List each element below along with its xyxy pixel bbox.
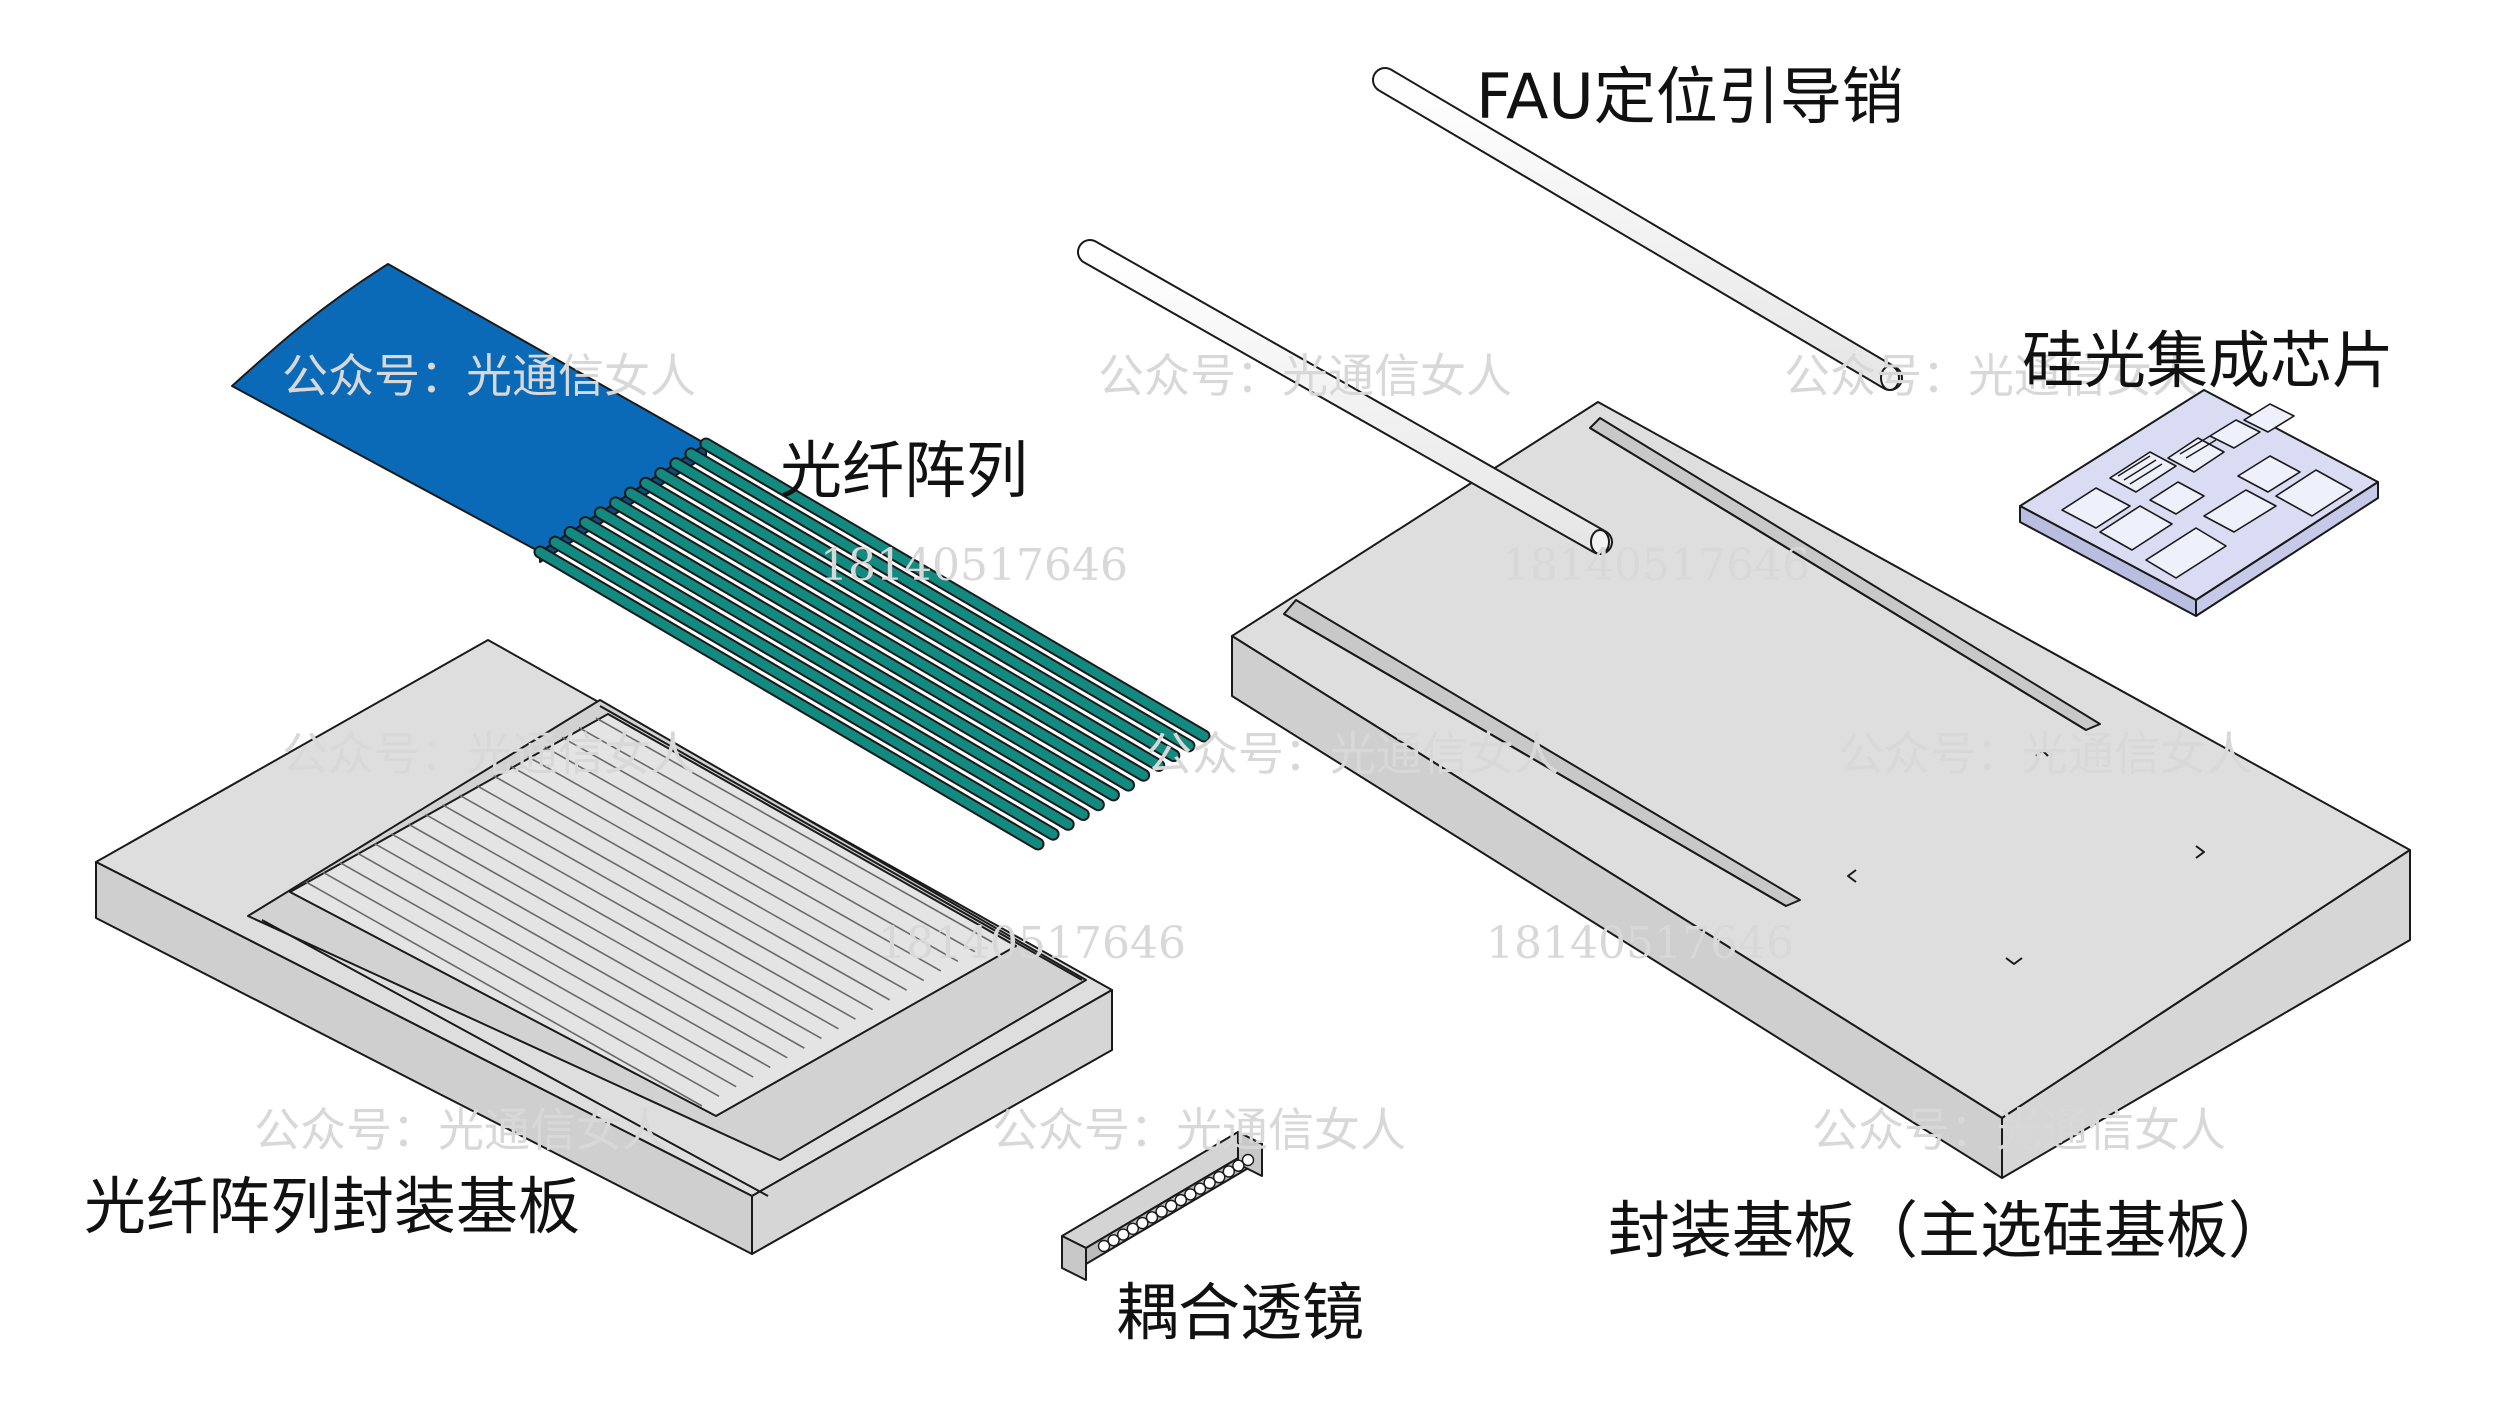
label-si-photonic-chip: 硅光集成芯片 bbox=[2022, 324, 2395, 397]
fau-guide-pin-rear bbox=[1372, 67, 1903, 391]
lens-array bbox=[1097, 1153, 1255, 1253]
alignment-mark bbox=[1847, 869, 1857, 883]
microlens bbox=[1116, 1228, 1130, 1241]
fiber-array-substrate bbox=[95, 639, 1113, 1255]
v-groove-line bbox=[561, 736, 959, 962]
v-groove-line bbox=[356, 852, 754, 1078]
watermark: 18140517646 bbox=[878, 918, 1186, 969]
fiber-substrate-side-face bbox=[751, 989, 1113, 1255]
watermark: 公众号：光通信女人 bbox=[1812, 1103, 2226, 1157]
watermark: 18140517646 bbox=[820, 540, 1128, 591]
watermark-layer: 公众号：光通信女人 公众号：光通信女人 公众号：光通信女人 1814051764… bbox=[254, 349, 2252, 1157]
fiber-strand bbox=[639, 476, 1151, 782]
v-groove-line bbox=[322, 871, 720, 1098]
fiber-strand bbox=[548, 535, 1060, 841]
label-fiber-array-substrate: 光纤阵列封装基板 bbox=[84, 1170, 581, 1243]
fiber-strand bbox=[533, 545, 1045, 851]
v-groove-line bbox=[476, 784, 873, 1011]
v-groove-line bbox=[459, 794, 856, 1020]
watermark: 公众号：光通信女人 bbox=[282, 727, 696, 781]
label-coupling-lens: 耦合透镜 bbox=[1116, 1276, 1365, 1349]
v-groove-line bbox=[425, 813, 822, 1040]
fiber-v-groove-area bbox=[289, 713, 1017, 1117]
fiber-strand bbox=[593, 506, 1105, 812]
fiber-strand bbox=[654, 466, 1166, 772]
fiber-strand bbox=[684, 447, 1196, 753]
watermark: 18140517646 bbox=[1502, 540, 1810, 591]
microlens bbox=[1145, 1211, 1159, 1224]
v-groove-line bbox=[595, 717, 993, 943]
fiber-strands bbox=[533, 437, 1211, 851]
v-groove-line bbox=[390, 833, 788, 1059]
microlens bbox=[1212, 1170, 1226, 1184]
watermark: 18140517646 bbox=[1486, 918, 1794, 969]
fau-guide-pin-front bbox=[1077, 239, 1613, 555]
fiber-v-grooves bbox=[305, 717, 993, 1107]
label-fiber-array: 光纤阵列 bbox=[780, 434, 1029, 507]
microlens bbox=[1097, 1239, 1111, 1253]
fiber-strand bbox=[578, 516, 1090, 822]
watermark: 公众号：光通信女人 bbox=[1146, 727, 1560, 781]
v-groove-line bbox=[510, 765, 908, 991]
si-photonic-chip bbox=[2019, 389, 2379, 617]
chip-grating-lines bbox=[2117, 435, 2217, 485]
microlens bbox=[1193, 1182, 1207, 1195]
v-groove-line bbox=[527, 755, 925, 982]
v-groove-line bbox=[578, 726, 976, 953]
fiber-strand bbox=[608, 496, 1120, 802]
label-fau-guide-pin: FAU定位引导销 bbox=[1476, 60, 1904, 133]
watermark: 公众号：光通信女人 bbox=[1098, 349, 1512, 403]
v-groove-line bbox=[339, 862, 737, 1088]
fiber-strand bbox=[699, 437, 1211, 743]
label-package-substrate: 封装基板（主选硅基板） bbox=[1608, 1194, 2291, 1267]
lens-end-block bbox=[1061, 1235, 1087, 1281]
alignment-mark bbox=[2005, 957, 2023, 965]
v-groove-line bbox=[373, 842, 771, 1069]
microlens bbox=[1155, 1205, 1168, 1218]
ribbon-jacket bbox=[231, 263, 707, 553]
watermark: 公众号：光通信女人 bbox=[254, 1103, 668, 1157]
chip-side-face bbox=[2195, 481, 2379, 617]
v-groove-line bbox=[407, 823, 805, 1049]
microlens bbox=[1136, 1216, 1149, 1230]
microlens bbox=[1184, 1188, 1197, 1201]
watermark: 公众号：光通信女人 bbox=[1838, 727, 2252, 781]
microlens bbox=[1222, 1165, 1236, 1178]
microlens bbox=[1174, 1193, 1188, 1207]
microlens bbox=[1232, 1159, 1245, 1172]
microlens bbox=[1164, 1199, 1178, 1213]
microlens bbox=[1126, 1222, 1140, 1236]
v-groove-line bbox=[442, 804, 839, 1030]
fiber-strand bbox=[563, 525, 1075, 831]
alignment-mark bbox=[2195, 845, 2205, 859]
watermark: 公众号：光通信女人 bbox=[282, 349, 696, 403]
fiber-strand bbox=[669, 457, 1181, 763]
v-groove-line bbox=[493, 775, 891, 1001]
chip-circuit-blocks bbox=[2061, 403, 2353, 579]
microlens bbox=[1241, 1153, 1255, 1167]
v-groove-line bbox=[305, 881, 703, 1107]
fiber-strand bbox=[624, 486, 1136, 792]
watermark: 公众号：光通信女人 bbox=[1784, 349, 2198, 403]
v-groove-line bbox=[544, 746, 942, 972]
package-substrate-block bbox=[1231, 401, 2411, 1179]
microlens bbox=[1107, 1234, 1120, 1247]
alignment-mark bbox=[2035, 749, 2049, 757]
package-substrate-right-face bbox=[2001, 849, 2411, 1179]
microlens bbox=[1203, 1176, 1216, 1190]
watermark: 公众号：光通信女人 bbox=[992, 1103, 1406, 1157]
